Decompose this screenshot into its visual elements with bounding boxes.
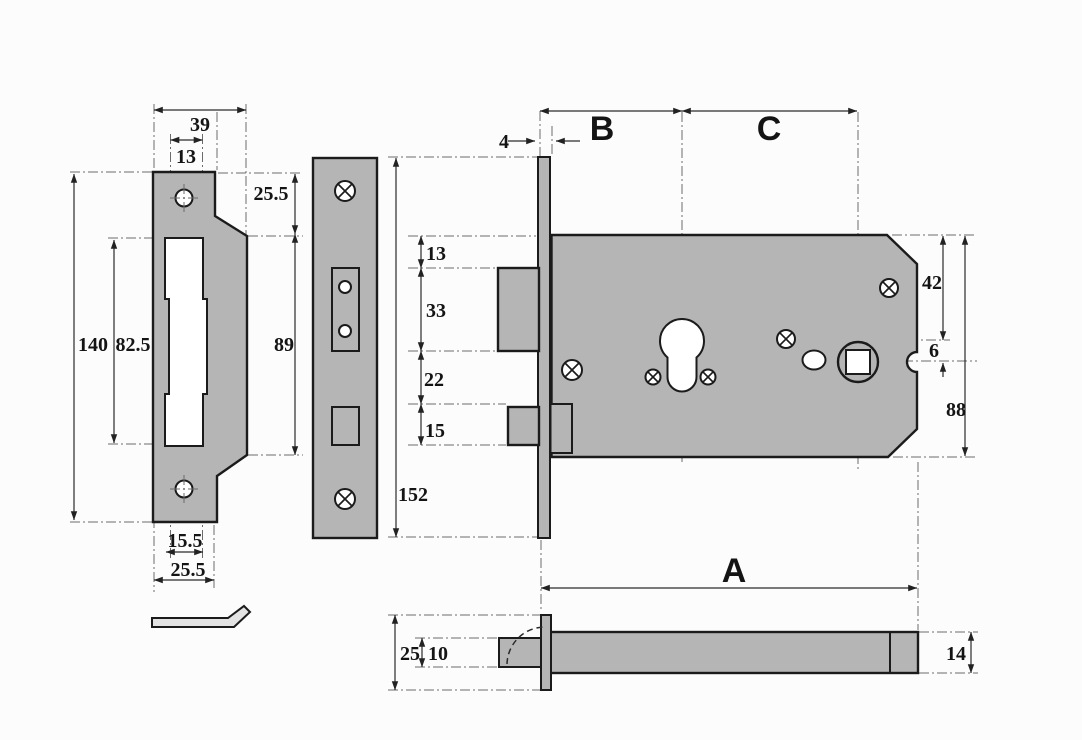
- forend-view: [311, 156, 379, 540]
- forend-side: [540, 614, 552, 691]
- dim-case-length: A: [540, 552, 918, 592]
- forend-bolt-cutout: [331, 406, 360, 446]
- dim-forend-thickness: 4: [499, 131, 580, 153]
- dim-strike-slot-width: 15.5: [165, 530, 204, 556]
- dead-bolt: [506, 405, 541, 447]
- dim-label: 14: [946, 643, 966, 665]
- dim-label: 82.5: [116, 334, 151, 356]
- dim-label: 13: [176, 146, 196, 168]
- latch-bolt: [496, 266, 541, 353]
- dim-label: 13: [426, 243, 446, 265]
- handing-slot: [801, 349, 827, 371]
- dim-label: 25.5: [171, 559, 206, 581]
- dim-top-to-cylinder: 42: [922, 235, 947, 341]
- dim-latch-to-bolt: 22: [417, 350, 444, 405]
- dim-latch-height: 33: [417, 267, 446, 352]
- dim-strike-plate-width: 25.5: [153, 559, 215, 584]
- screw-icon: [699, 368, 717, 386]
- dim-backset: B: [539, 107, 683, 148]
- forend-plate: [311, 156, 379, 540]
- dim-side-bolt-thickness: 10: [418, 637, 448, 668]
- dim-bolt-height: 15: [417, 403, 445, 446]
- dim-label: B: [590, 110, 615, 148]
- dim-strike-lip-width: 13: [170, 136, 203, 168]
- dim-label: C: [757, 110, 782, 148]
- dim-centres: C: [681, 107, 858, 148]
- strike-plate-aperture: [164, 237, 208, 447]
- dim-case-height: 88: [946, 235, 969, 457]
- dim-side-case-thickness: 14: [946, 631, 975, 674]
- dim-forend-height: 152: [392, 157, 428, 538]
- dim-case-top-to-latch: 13: [417, 235, 446, 269]
- bolt-throw-arc: [506, 626, 545, 665]
- latch-pin-hole: [338, 324, 352, 338]
- dim-label: 88: [946, 399, 966, 421]
- dim-centre-offset: 6: [929, 340, 947, 377]
- bolt-side: [498, 637, 542, 668]
- case-side-body: [547, 630, 920, 675]
- screw-icon: [561, 359, 583, 381]
- dim-label: 152: [398, 484, 428, 506]
- dim-label: 33: [426, 300, 446, 322]
- screw-hole-icon: [170, 475, 198, 503]
- dim-label: 22: [424, 369, 444, 391]
- screw-icon: [776, 329, 796, 349]
- dim-label: 42: [922, 272, 942, 294]
- dim-strike-top-height: 25.5: [254, 173, 299, 235]
- dim-strike-body-height: 89: [274, 233, 299, 456]
- dim-strike-overall-height: 140: [70, 173, 108, 521]
- dim-label: 10: [428, 643, 448, 665]
- lock-case-view: [496, 156, 919, 539]
- dim-strike-width-top: 39: [153, 106, 247, 136]
- forend-latch-cutout: [331, 267, 360, 352]
- dim-label: 25: [400, 643, 420, 665]
- dim-label: 4: [499, 131, 509, 153]
- dim-label: 15: [425, 420, 445, 442]
- dim-label: 25.5: [254, 183, 289, 205]
- strike-plate-side-profile: [151, 604, 252, 628]
- euro-cylinder-hole: [659, 317, 705, 393]
- dim-label: 140: [78, 334, 108, 356]
- strike-plate-view: [151, 170, 249, 524]
- dim-label: 6: [929, 340, 939, 362]
- dim-label: 39: [190, 114, 210, 136]
- dim-strike-aperture-height: 82.5: [110, 239, 151, 444]
- dim-side-forend-width: 25: [391, 614, 420, 691]
- screw-icon: [644, 368, 662, 386]
- dim-label: A: [722, 552, 747, 590]
- lock-case-body: [550, 233, 919, 459]
- latch-pin-hole: [338, 280, 352, 294]
- screw-icon: [334, 180, 356, 202]
- screw-icon: [879, 278, 899, 298]
- screw-hole-icon: [170, 184, 198, 212]
- dim-label: 89: [274, 334, 294, 356]
- dim-label: 15.5: [168, 530, 203, 552]
- spindle-follower: [836, 340, 880, 384]
- dead-bolt-tail: [549, 403, 573, 454]
- screw-icon: [334, 488, 356, 510]
- lock-case-side-view: [498, 614, 920, 691]
